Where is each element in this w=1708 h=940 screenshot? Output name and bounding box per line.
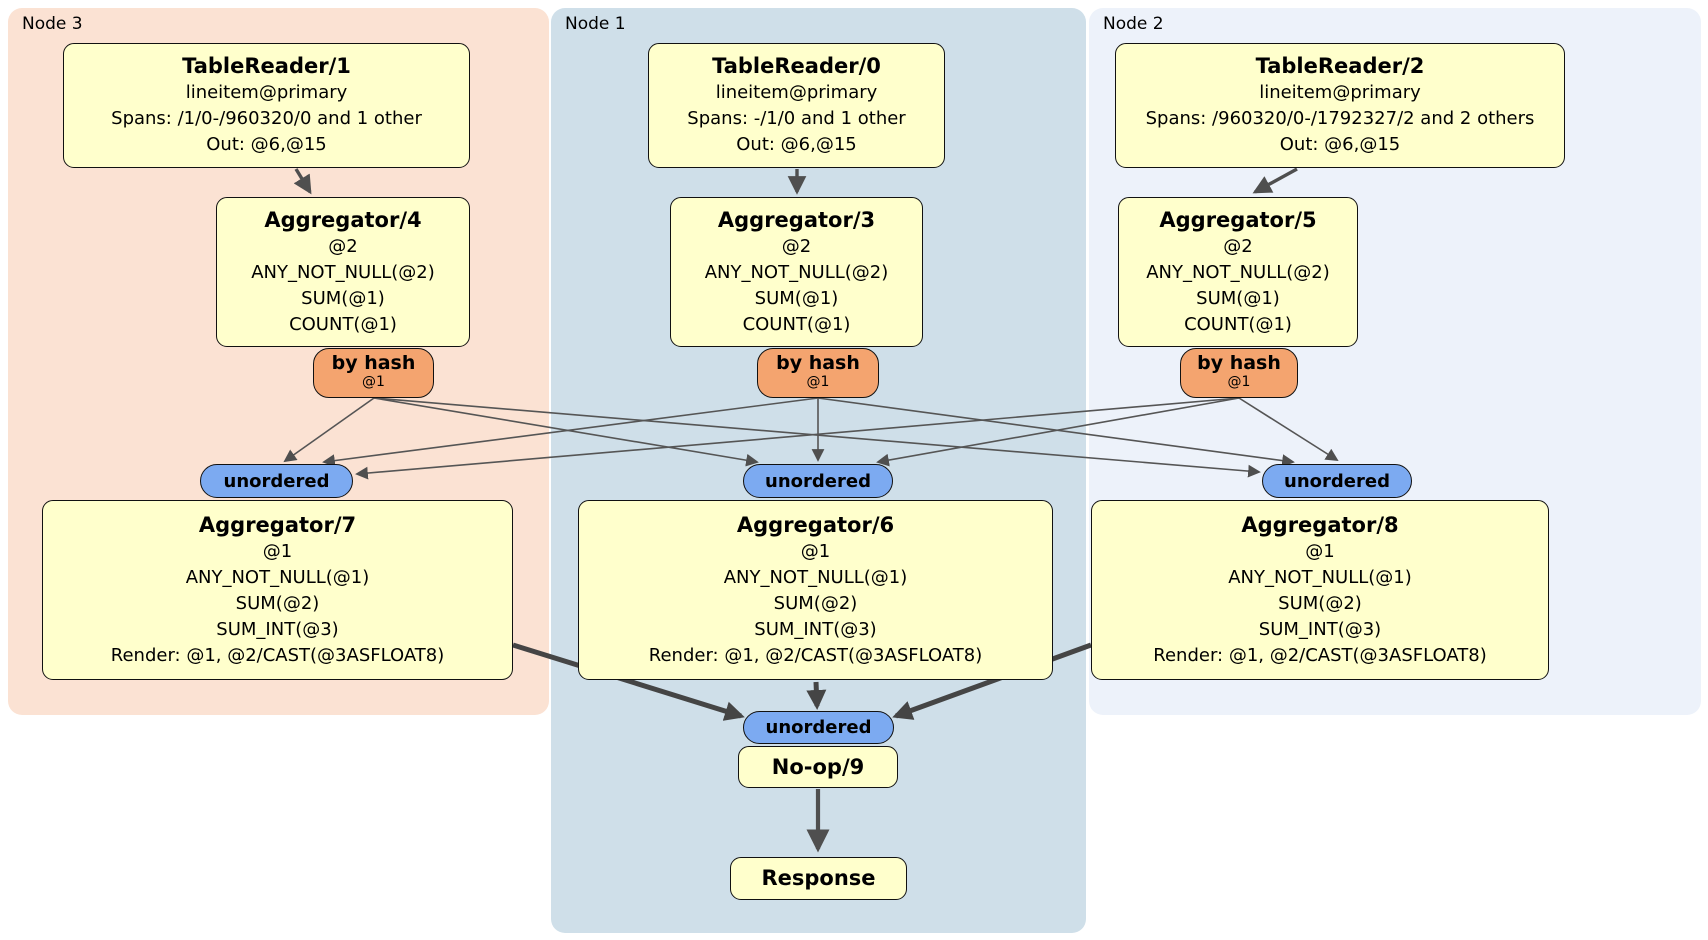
response-title: Response [761, 866, 876, 890]
hash-router-node3: by hash @1 [313, 348, 434, 398]
aggregator-5-fn2: SUM(@1) [1196, 287, 1280, 309]
node2-region-label: Node 2 [1103, 14, 1164, 34]
unordered-sync-node2: unordered [1262, 464, 1412, 498]
aggregator-8-render: Render: @1, @2/CAST(@3ASFLOAT8) [1153, 644, 1487, 666]
aggregator-4-title: Aggregator/4 [264, 207, 422, 232]
edge-agg8-finalsync [892, 642, 1092, 720]
aggregator-4-fn3: COUNT(@1) [289, 313, 397, 335]
tablereader-2-box: TableReader/2 lineitem@primary Spans: /9… [1115, 43, 1565, 168]
aggregator-6-title: Aggregator/6 [736, 512, 895, 537]
aggregator-3-fn2: SUM(@1) [754, 287, 839, 309]
hash-router-node3-label: by hash [331, 352, 416, 374]
tablereader-2-title: TableReader/2 [1255, 54, 1425, 78]
tablereader-1-title: TableReader/1 [182, 54, 351, 78]
tablereader-0-spans: Spans: -/1/0 and 1 other [687, 108, 906, 129]
tablereader-2-index: lineitem@primary [1259, 82, 1421, 103]
aggregator-5-fn1: ANY_NOT_NULL(@2) [1146, 261, 1330, 283]
aggregator-8-fn3: SUM_INT(@3) [1258, 618, 1382, 640]
edge-agg7-finalsync [512, 642, 745, 721]
aggregator-8-group: @1 [1305, 540, 1335, 562]
aggregator-7-render: Render: @1, @2/CAST(@3ASFLOAT8) [110, 644, 445, 666]
tablereader-2-spans: Spans: /960320/0-/1792327/2 and 2 others [1145, 108, 1535, 129]
aggregator-5-title: Aggregator/5 [1159, 207, 1317, 232]
noop-title: No-op/9 [771, 754, 865, 779]
unordered-sync-final: unordered [743, 711, 894, 744]
aggregator-4-group: @2 [328, 235, 358, 257]
tablereader-1-spans: Spans: /1/0-/960320/0 and 1 other [111, 108, 422, 129]
aggregator-7-box: Aggregator/7 @1 ANY_NOT_NULL(@1) SUM(@2)… [42, 500, 513, 680]
edge-router1-sync3 [322, 397, 819, 467]
aggregator-7-fn1: ANY_NOT_NULL(@1) [185, 566, 370, 588]
aggregator-3-fn3: COUNT(@1) [742, 313, 851, 335]
aggregator-7-fn3: SUM_INT(@3) [216, 618, 339, 640]
aggregator-5-group: @2 [1223, 235, 1253, 257]
aggregator-4-fn2: SUM(@1) [301, 287, 385, 309]
unordered-sync-node3-label: unordered [223, 470, 330, 492]
tablereader-0-index: lineitem@primary [715, 82, 878, 103]
node1-region-label: Node 1 [565, 14, 626, 34]
aggregator-7-title: Aggregator/7 [198, 512, 357, 537]
aggregator-6-fn1: ANY_NOT_NULL(@1) [723, 566, 908, 588]
aggregator-3-title: Aggregator/3 [717, 207, 876, 232]
edge-router3-sync3 [283, 397, 375, 463]
response-box: Response [730, 857, 907, 900]
aggregator-4-fn1: ANY_NOT_NULL(@2) [251, 261, 435, 283]
aggregator-7-fn2: SUM(@2) [235, 592, 320, 614]
edge-agg6-finalsync [806, 681, 827, 710]
edge-router2-sync1 [876, 397, 1240, 467]
tablereader-1-index: lineitem@primary [185, 82, 348, 103]
aggregator-6-fn3: SUM_INT(@3) [754, 618, 877, 640]
edge-router2-sync2 [1238, 397, 1339, 462]
unordered-sync-node2-label: unordered [1284, 470, 1390, 492]
edge-tr2-agg5 [1252, 167, 1298, 194]
hash-router-node1-columns: @1 [806, 374, 830, 390]
aggregator-3-group: @2 [781, 235, 812, 257]
hash-router-node2: by hash @1 [1180, 348, 1298, 398]
hash-router-node3-columns: @1 [362, 374, 385, 390]
aggregator-8-title: Aggregator/8 [1241, 512, 1399, 537]
aggregator-6-fn2: SUM(@2) [773, 592, 858, 614]
edge-tr1-agg4 [293, 168, 312, 195]
aggregator-6-group: @1 [800, 540, 831, 562]
noop-box: No-op/9 [738, 746, 898, 788]
tablereader-1-box: TableReader/1 lineitem@primary Spans: /1… [63, 43, 470, 168]
aggregator-4-box: Aggregator/4 @2 ANY_NOT_NULL(@2) SUM(@1)… [216, 197, 470, 347]
aggregator-8-box: Aggregator/8 @1 ANY_NOT_NULL(@1) SUM(@2)… [1091, 500, 1549, 680]
hash-router-node1-label: by hash [776, 352, 860, 374]
aggregator-3-box: Aggregator/3 @2 ANY_NOT_NULL(@2) SUM(@1)… [670, 197, 923, 347]
aggregator-8-fn1: ANY_NOT_NULL(@1) [1228, 566, 1412, 588]
aggregator-6-render: Render: @1, @2/CAST(@3ASFLOAT8) [648, 644, 983, 666]
aggregator-7-group: @1 [262, 540, 293, 562]
tablereader-1-out: Out: @6,@15 [206, 134, 327, 155]
aggregator-3-fn1: ANY_NOT_NULL(@2) [704, 261, 889, 283]
hash-router-node2-columns: @1 [1227, 374, 1251, 390]
hash-router-node1: by hash @1 [757, 348, 879, 398]
node3-region-label: Node 3 [22, 14, 83, 34]
tablereader-2-out: Out: @6,@15 [1279, 134, 1401, 155]
hash-router-node2-label: by hash [1197, 352, 1281, 374]
unordered-sync-final-label: unordered [765, 717, 872, 738]
edge-router2-sync3 [355, 397, 1240, 480]
aggregator-8-fn2: SUM(@2) [1278, 592, 1362, 614]
aggregator-6-box: Aggregator/6 @1 ANY_NOT_NULL(@1) SUM(@2)… [578, 500, 1053, 680]
aggregator-5-box: Aggregator/5 @2 ANY_NOT_NULL(@2) SUM(@1)… [1118, 197, 1358, 347]
tablereader-0-out: Out: @6,@15 [736, 134, 857, 155]
aggregator-5-fn3: COUNT(@1) [1184, 313, 1292, 335]
unordered-sync-node1-label: unordered [765, 470, 871, 492]
unordered-sync-node1: unordered [743, 464, 893, 498]
unordered-sync-node3: unordered [200, 464, 353, 498]
tablereader-0-box: TableReader/0 lineitem@primary Spans: -/… [648, 43, 945, 168]
tablereader-0-title: TableReader/0 [712, 54, 881, 78]
